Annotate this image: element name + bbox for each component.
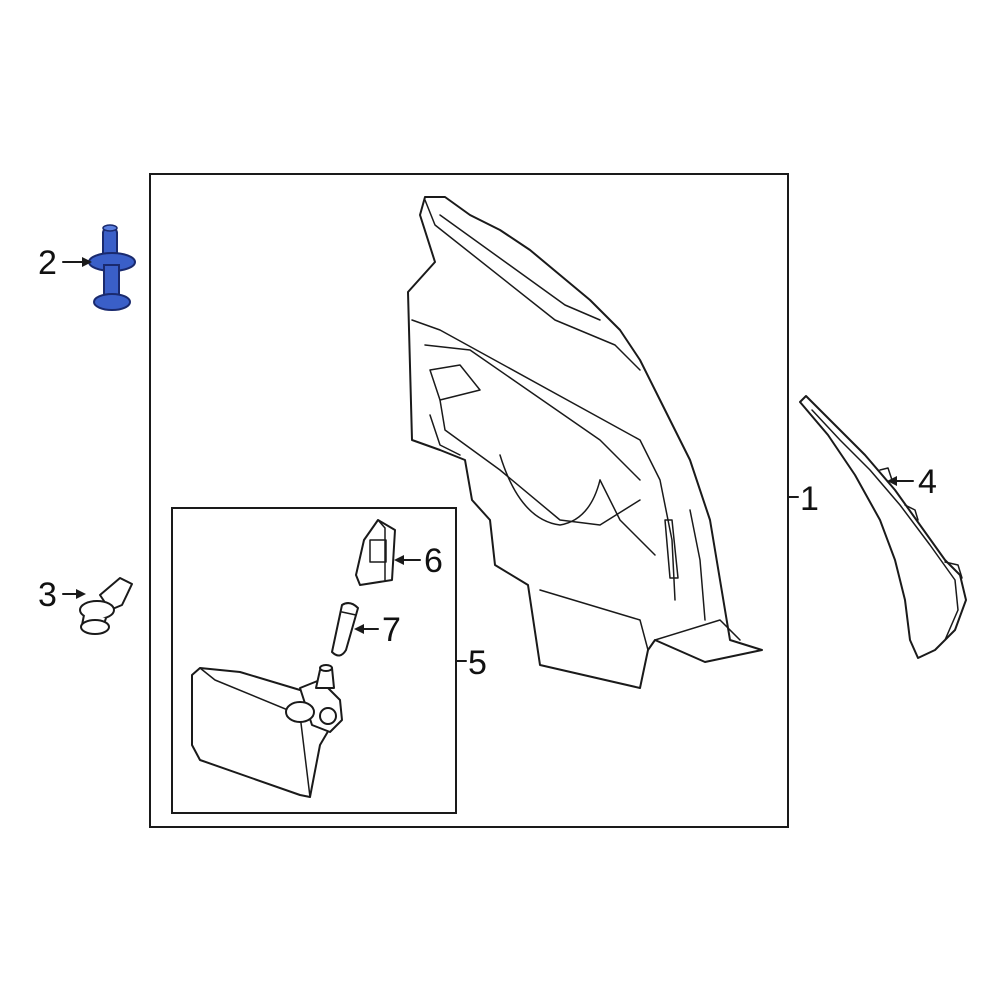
callout-3: 3	[38, 576, 57, 614]
callout-2: 2	[38, 244, 57, 282]
push-clip[interactable]	[79, 577, 133, 635]
trim-piece[interactable]	[799, 395, 967, 659]
lamp-bulb[interactable]	[331, 602, 359, 657]
callout-7: 7	[382, 611, 401, 649]
leader-lines	[62, 257, 914, 662]
callout-6: 6	[424, 542, 443, 580]
callout-4: 4	[918, 463, 937, 501]
lamp-assembly[interactable]	[191, 664, 343, 798]
callout-1: 1	[800, 480, 819, 518]
main-frame	[149, 173, 789, 828]
quarter-trim-panel[interactable]	[407, 196, 763, 689]
push-pin-clip[interactable]	[88, 224, 136, 311]
callout-5: 5	[468, 644, 487, 682]
lamp-socket[interactable]	[355, 519, 396, 586]
